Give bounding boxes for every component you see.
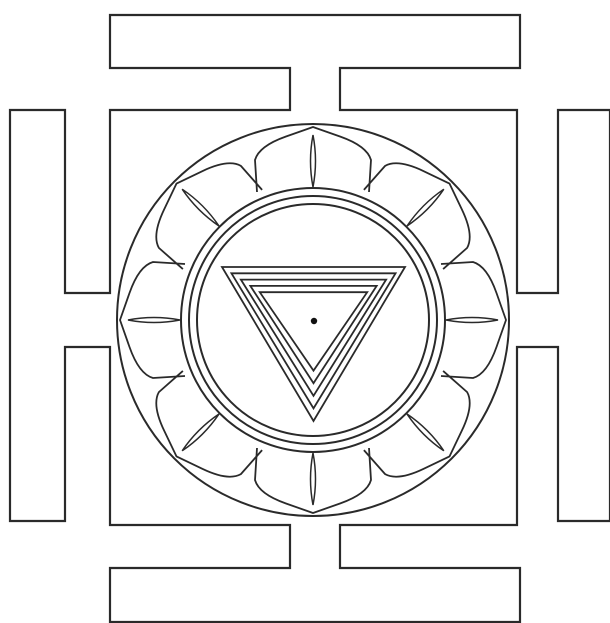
- bindu-dot: [311, 318, 317, 324]
